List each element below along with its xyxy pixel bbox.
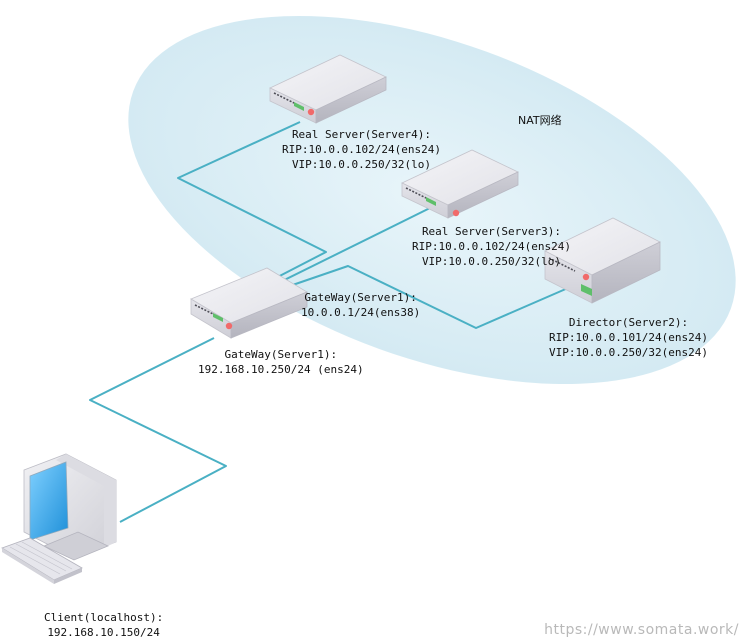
director-vip: VIP:10.0.0.250/32(ens24) [549,346,708,359]
director-device[interactable] [544,217,661,304]
client-label: Client(localhost): 192.168.10.150/24 [44,610,163,640]
server4-rip: RIP:10.0.0.102/24(ens24) [282,143,441,156]
server3-name: Real Server(Server3): [421,225,562,238]
server3-device[interactable] [401,149,519,219]
gateway-inner-name: GateWay(Server1): [304,291,417,304]
watermark: https://www.somata.work/ [544,622,739,638]
gateway-inner-ip: 10.0.0.1/24(ens38) [301,306,421,319]
keyboard [1,537,83,584]
cable-gateway-client [89,337,227,523]
client-computer[interactable] [1,453,117,584]
gateway-device[interactable] [190,267,308,339]
server4-name: Real Server(Server4): [291,128,432,141]
client-ip: 192.168.10.150/24 [47,626,160,639]
server3-vip: VIP:10.0.0.250/32(lo) [421,255,562,268]
server4-label: Real Server(Server4): RIP:10.0.0.102/24(… [282,127,441,172]
cables [89,121,569,523]
gateway-outer-name: GateWay(Server1): [224,348,338,361]
cable-gateway-director [277,265,569,329]
gateway-outer-label: GateWay(Server1): 192.168.10.250/24 (ens… [198,347,364,377]
director-rip: RIP:10.0.0.101/24(ens24) [549,331,708,344]
server3-rip: RIP:10.0.0.102/24(ens24) [412,240,571,253]
director-label: Director(Server2): RIP:10.0.0.101/24(ens… [549,315,708,360]
cable-gateway-server4 [177,121,327,283]
server3-label: Real Server(Server3): RIP:10.0.0.102/24(… [412,224,571,269]
director-name: Director(Server2): [568,316,689,329]
gateway-outer-ip: 192.168.10.250/24 (ens24) [198,363,364,376]
gateway-inner-label: GateWay(Server1): 10.0.0.1/24(ens38) [301,290,420,320]
server4-vip: VIP:10.0.0.250/32(lo) [291,158,432,171]
nat-zone-label: NAT网络 [518,114,562,127]
client-name: Client(localhost): [44,611,164,624]
server4-device[interactable] [269,54,387,124]
monitor-screen [29,461,69,541]
